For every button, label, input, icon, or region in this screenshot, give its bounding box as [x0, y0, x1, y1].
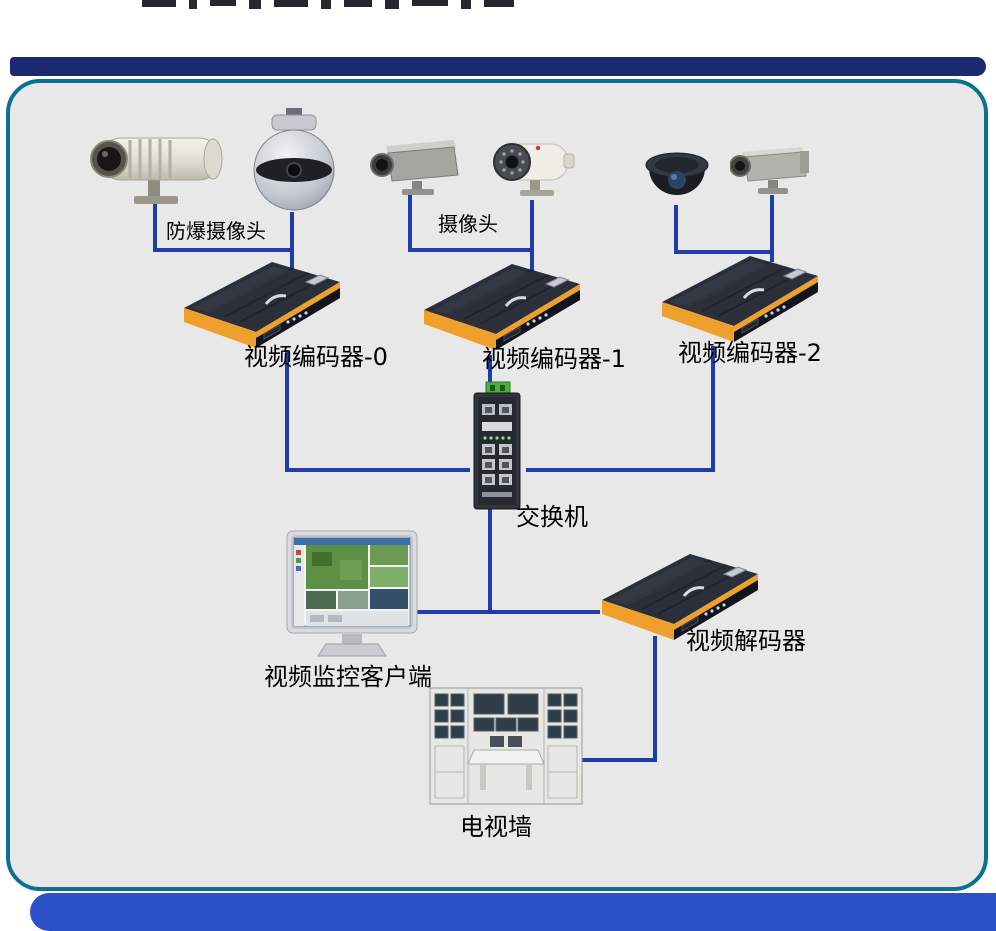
client-monitor-image: [286, 530, 418, 664]
label-client: 视频监控客户端: [264, 663, 432, 691]
label-encoder-2: 视频编码器-2: [678, 339, 822, 367]
box-camera-icon: [370, 140, 459, 195]
encoder-box-icon: [656, 250, 824, 350]
ethernet-switch-icon: [473, 381, 521, 510]
label-encoder-1: 视频编码器-1: [482, 345, 626, 373]
ethernet-switch-image: [466, 380, 528, 512]
dome-ptz-camera-icon: [253, 108, 335, 211]
label-encoder-0: 视频编码器-0: [244, 343, 388, 371]
label-explosion-camera: 防爆摄像头: [166, 219, 266, 243]
tv-wall-icon: [429, 687, 583, 805]
client-monitor-icon: [286, 530, 418, 657]
video-encoder-0-image: [178, 256, 346, 356]
label-camera: 摄像头: [438, 212, 498, 236]
video-encoder-2-image: [656, 250, 824, 350]
explosion-proof-camera-icon: [90, 137, 223, 204]
ir-bullet-camera-icon: [493, 143, 575, 196]
box-camera-image: [370, 138, 462, 202]
encoder-box-icon: [418, 258, 586, 358]
cropped-title-fragments: [142, 0, 514, 10]
label-switch: 交换机: [516, 503, 588, 531]
ptz-camera-icon: [730, 147, 809, 194]
ir-bullet-camera-image: [486, 132, 578, 206]
label-tv-wall: 电视墙: [460, 813, 532, 841]
explosion-proof-camera-image: [86, 124, 236, 216]
bottom-divider-bar: [30, 893, 996, 931]
mini-dome-camera-image: [643, 150, 711, 208]
mini-dome-camera-icon: [645, 152, 709, 195]
ptz-camera-image: [730, 142, 814, 200]
top-divider-bar: [10, 57, 986, 76]
encoder-box-icon: [178, 256, 346, 356]
label-decoder: 视频解码器: [686, 627, 806, 655]
dome-ptz-camera-image: [252, 108, 336, 216]
video-encoder-1-image: [418, 258, 586, 358]
tv-wall-image: [428, 686, 584, 812]
